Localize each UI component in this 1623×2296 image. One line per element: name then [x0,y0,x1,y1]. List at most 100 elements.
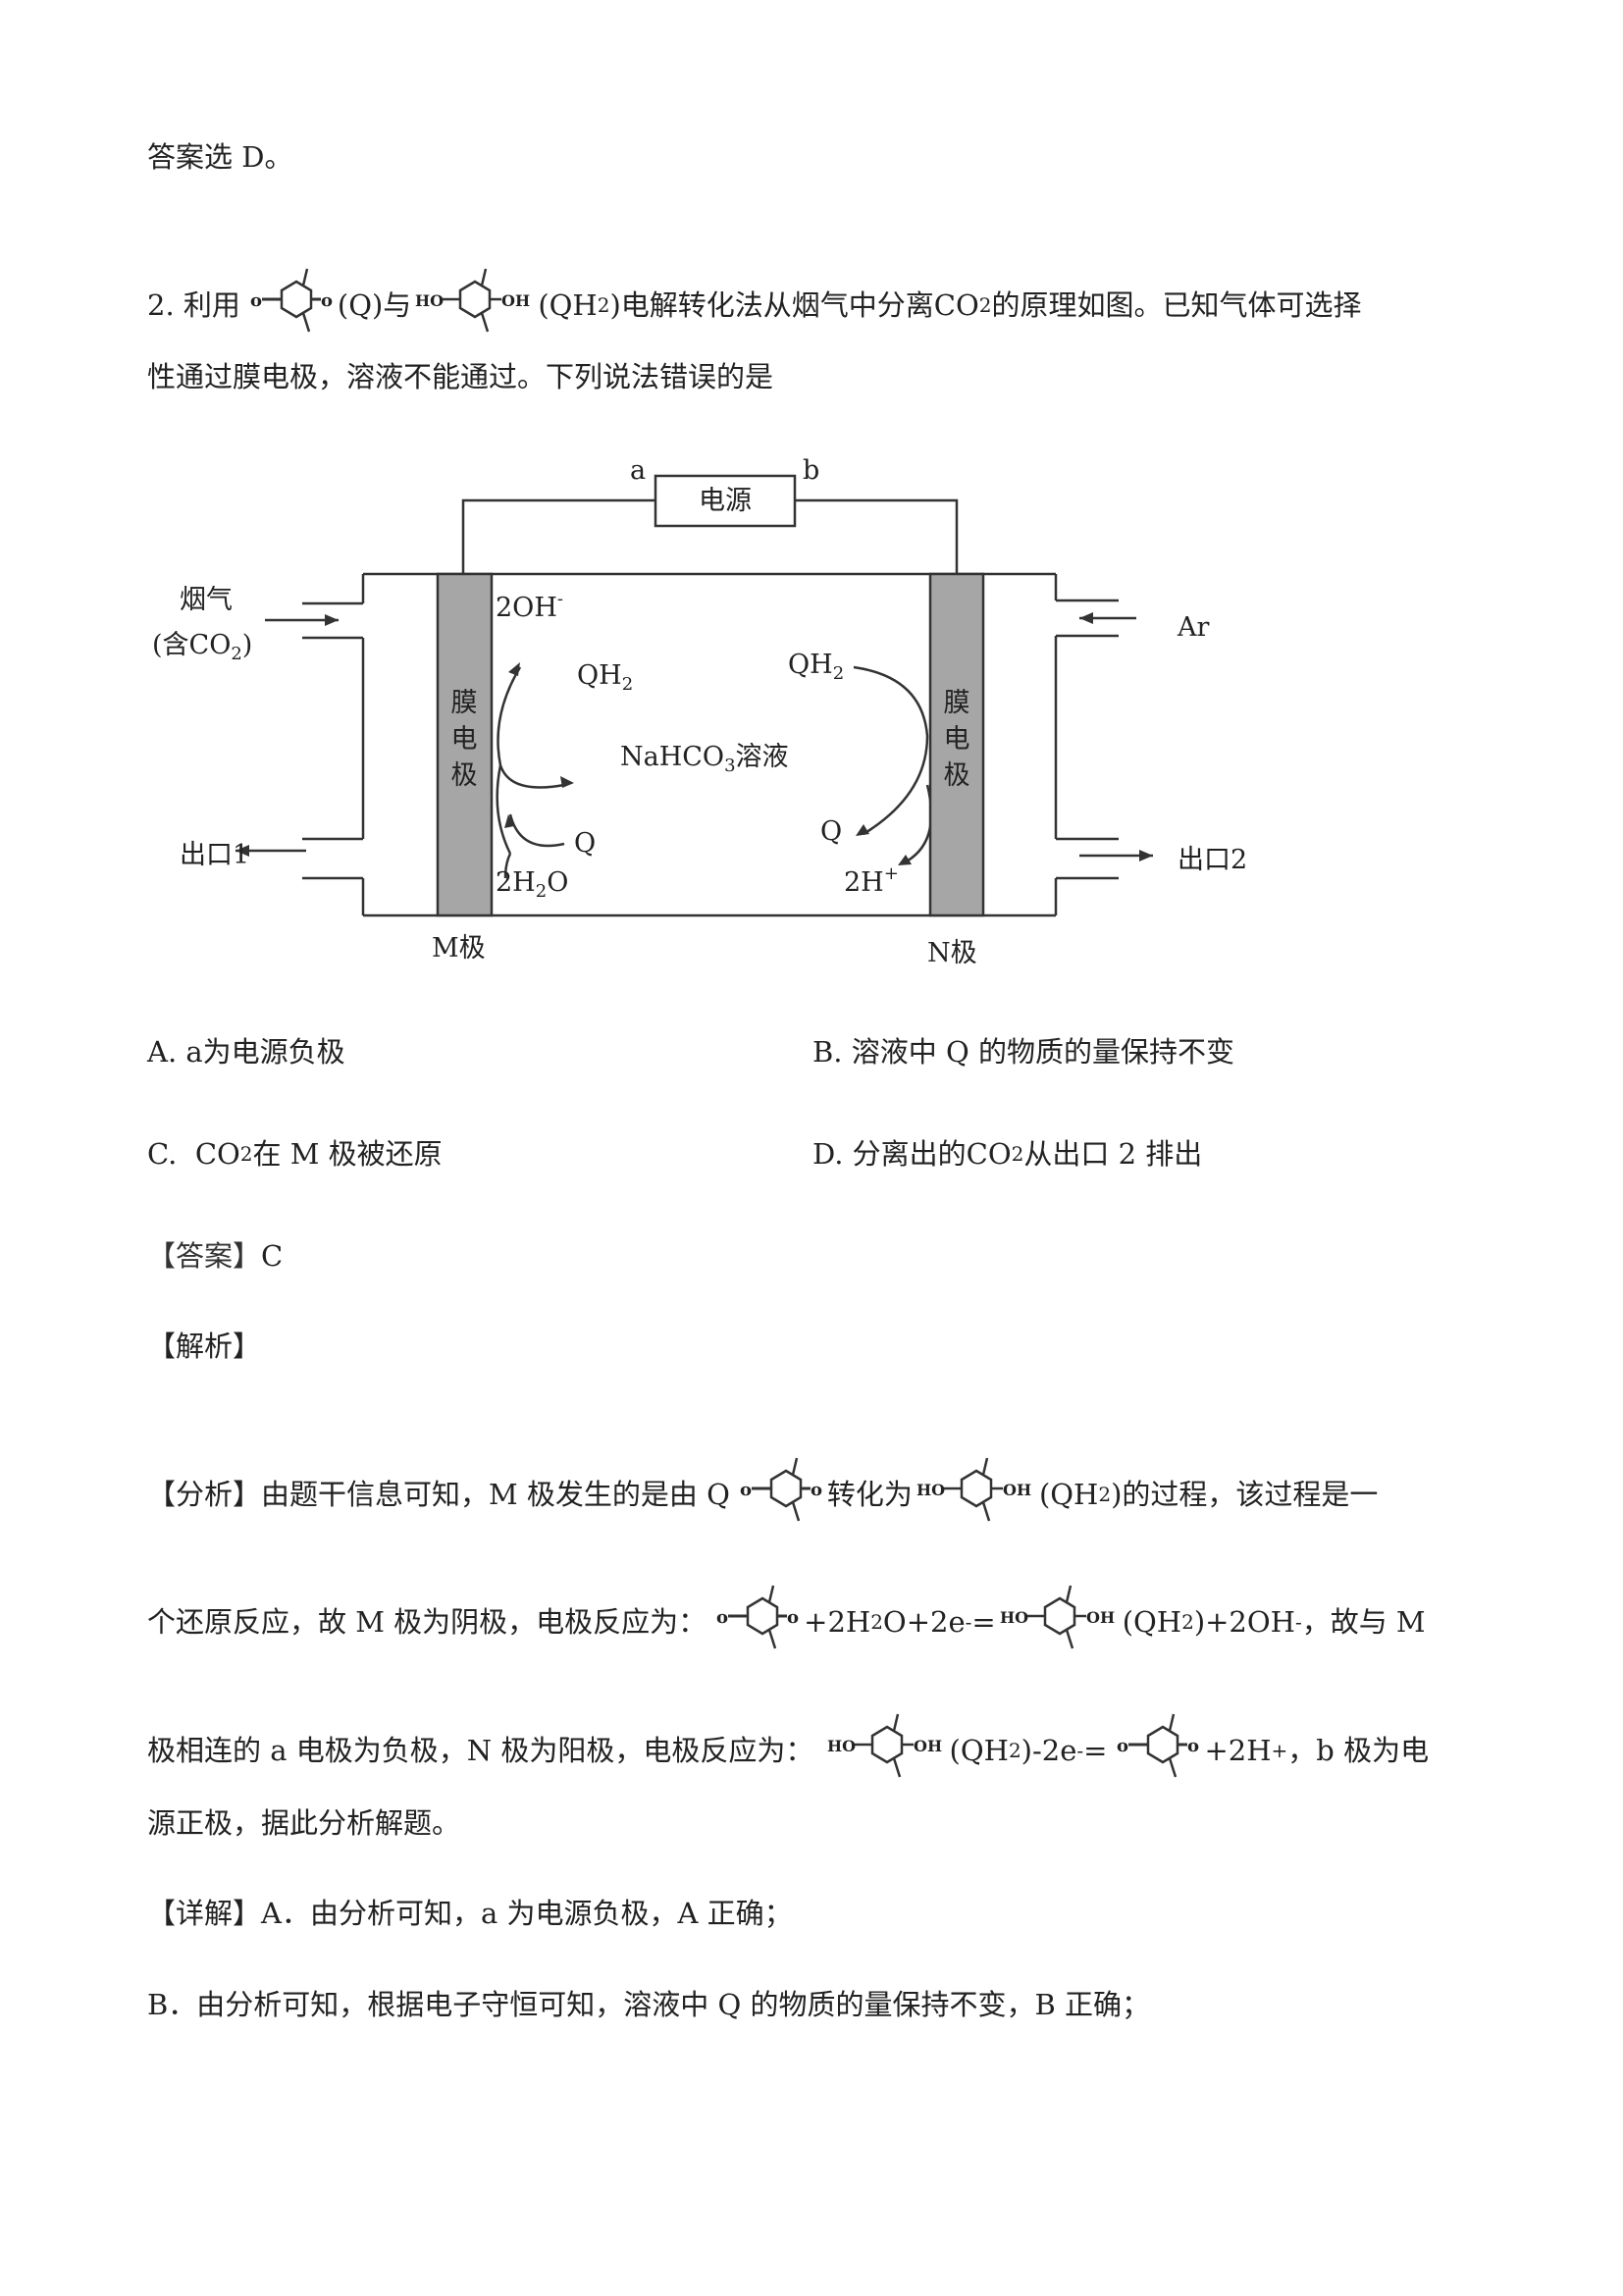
m-membrane-electrode [436,572,494,917]
option-d-prefix: D. 分离出的 [812,1137,967,1171]
terminal-a: a [630,455,646,486]
flue-gas-label: 烟气 [180,585,233,615]
detail-b: B．由分析可知，根据电子守恒可知，溶液中 Q 的物质的量保持不变，B 正确； [147,1988,1151,2021]
answer-line: 【答案】C [147,1236,283,1276]
co2: CO [933,287,979,322]
qh2-label: (QH [538,287,598,322]
hydroquinone-structure: HO OH [998,1580,1121,1663]
question-line-2: 性通过膜电极，溶液不能通过。下列说法错误的是 [147,360,774,393]
option-d-text: 从出口 2 排出 [1023,1137,1203,1171]
hydroquinone-structure: HO OH [413,263,536,346]
analysis-text: O+2e [882,1604,966,1639]
right-q-label: Q [820,816,842,847]
outlet-1-label: 出口1 [180,840,249,870]
analysis-text: 极相连的 a 电极为负极，N 极为阳极，电极反应为： [147,1733,814,1767]
svg-text:OH: OH [914,1737,942,1755]
oh-label: 2OH- [496,589,563,623]
detail-label: 【详解】 [147,1897,262,1930]
question-number: 2. [147,287,175,322]
analysis-text: ，故与 M [1301,1604,1426,1639]
svg-text:o: o [716,1607,728,1628]
co2: CO [966,1137,1012,1171]
right-qh2-label: QH2 [788,650,844,684]
svg-text:o: o [811,1480,822,1500]
option-a: A. a为电源负极 [147,1035,345,1069]
svg-text:o: o [1117,1736,1128,1756]
power-source-label: 电源 [699,486,752,516]
h2o-label: 2H2O [496,867,568,902]
question-text: 利用 [183,287,240,322]
left-q-label: Q [574,828,596,859]
analysis-text: )+2OH [1193,1604,1295,1639]
analysis-label: 【分析】 [147,1477,262,1511]
solution-label: NaHCO3溶液 [620,742,789,776]
left-qh2-label: QH2 [577,660,633,695]
membrane-label: 膜 [944,688,970,718]
analysis-text: = [1083,1733,1108,1767]
option-c-prefix: C. [147,1137,195,1171]
analysis-text: 转化为 [826,1477,913,1511]
terminal-b: b [803,455,819,486]
q-label: (Q)与 [337,287,412,322]
h-plus-label: 2H+ [844,863,899,898]
membrane-label: 电 [944,724,970,755]
membrane-label: 极 [944,760,970,791]
hydroquinone-structure: HO OH [825,1708,948,1792]
outlet-2-label: 出口2 [1178,845,1247,875]
analysis-text: +2H [1204,1733,1272,1767]
svg-text:OH: OH [501,291,530,310]
membrane-label: 电 [451,724,478,755]
analysis-line-4: 源正极，据此分析解题。 [147,1806,461,1840]
analysis-text: ，b 极为电 [1287,1733,1430,1767]
ar-label: Ar [1177,612,1209,643]
svg-text:HO: HO [916,1481,945,1499]
analysis-text: +2H [804,1604,871,1639]
analysis-text: (QH [1038,1477,1099,1511]
analysis-text: )的过程，该过程是一 [1111,1477,1379,1511]
svg-text:HO: HO [415,291,444,310]
electrolysis-diagram: 电源 a b 烟气 (含CO2) Ar 出口1 出口2 膜 电 极 膜 电 极 … [152,455,1247,968]
previous-answer-line: 答案选 D。 [147,140,293,174]
n-pole-label: N极 [927,938,977,968]
svg-text:o: o [787,1607,799,1628]
hydroquinone-structure: HO OH [915,1452,1037,1536]
analysis-text: (QH [1122,1604,1182,1639]
analysis-heading: 【解析】 [147,1330,262,1363]
svg-text:o: o [740,1480,752,1500]
option-c-text: 在 M 极被还原 [252,1137,443,1171]
analysis-text: 个还原反应，故 M 极为阴极，电极反应为： [147,1604,707,1639]
svg-text:o: o [1187,1736,1199,1756]
detail-text: A．由分析可知，a 为电源负极，A 正确； [261,1897,793,1930]
svg-text:HO: HO [1000,1608,1028,1627]
qh2-close: ) [609,287,621,322]
svg-text:OH: OH [1086,1608,1115,1627]
analysis-text: (QH [949,1733,1009,1767]
svg-text:OH: OH [1003,1481,1031,1499]
analysis-text: 由题干信息可知，M 极发生的是由 Q [261,1477,730,1511]
answer-label: 【答案】 [147,1239,262,1273]
svg-text:o: o [250,290,262,311]
n-membrane-electrode [928,572,985,917]
membrane-label: 膜 [451,688,478,718]
flue-gas-sub: (含CO2) [152,630,252,664]
analysis-text: = [971,1604,996,1639]
membrane-label: 极 [451,760,478,791]
answer-value: C [261,1239,284,1273]
question-text: 电解转化法从烟气中分离 [620,287,934,322]
m-pole-label: M极 [432,933,486,964]
co2: CO [194,1137,240,1171]
question-text: 的原理如图。已知气体可选择 [991,287,1362,322]
svg-text:HO: HO [827,1737,856,1755]
svg-text:o: o [321,290,333,311]
detail-a: 【详解】A．由分析可知，a 为电源负极，A 正确； [147,1894,793,1933]
